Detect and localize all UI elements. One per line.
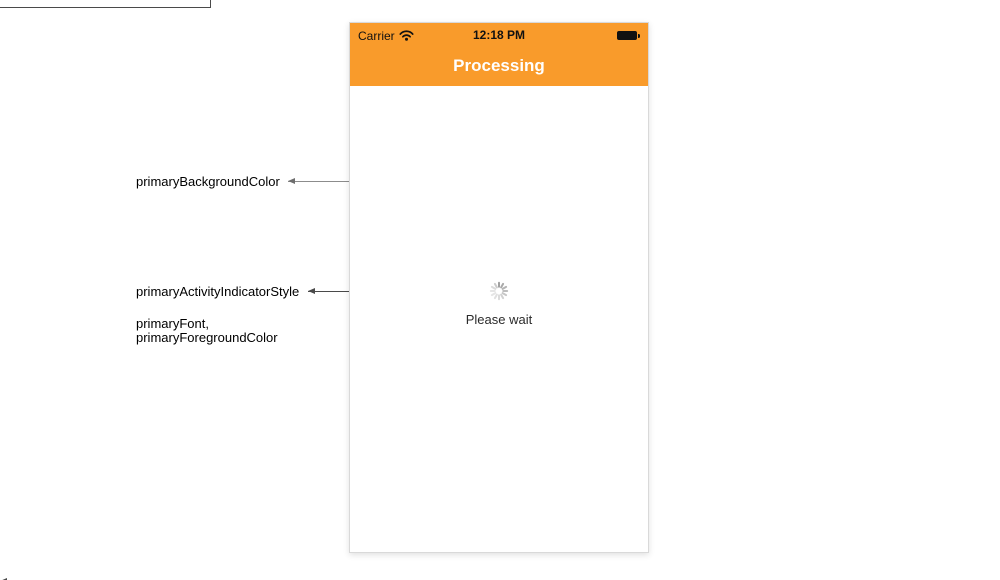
annotation-label-font-line1: primaryFont, — [136, 316, 209, 331]
wifi-icon — [399, 30, 414, 41]
activity-indicator-icon — [488, 280, 510, 302]
phone-screenshot: Carrier 12:18 PM Processing — [349, 22, 649, 553]
status-time: 12:18 PM — [472, 28, 526, 42]
annotation-label-activity-indicator-style: primaryActivityIndicatorStyle — [136, 284, 300, 299]
status-bar: Carrier 12:18 PM — [350, 23, 648, 43]
carrier-label: Carrier — [358, 28, 395, 43]
battery-icon — [617, 31, 640, 40]
annotation-label-background-color: primaryBackgroundColor — [136, 174, 280, 189]
nav-title: Processing — [453, 55, 545, 75]
navigation-bar: Processing — [350, 43, 648, 86]
annotation-arrow-background — [288, 178, 365, 184]
please-wait-message: Please wait — [465, 312, 533, 327]
annotation-label-font-line2: primaryForegroundColor — [136, 330, 278, 345]
annotation-label-font-foreground-color: primaryFont, primaryForegroundColor — [136, 317, 278, 345]
phone-header: Carrier 12:18 PM Processing — [350, 23, 648, 86]
annotation-arrow-font-foreground — [0, 0, 211, 8]
